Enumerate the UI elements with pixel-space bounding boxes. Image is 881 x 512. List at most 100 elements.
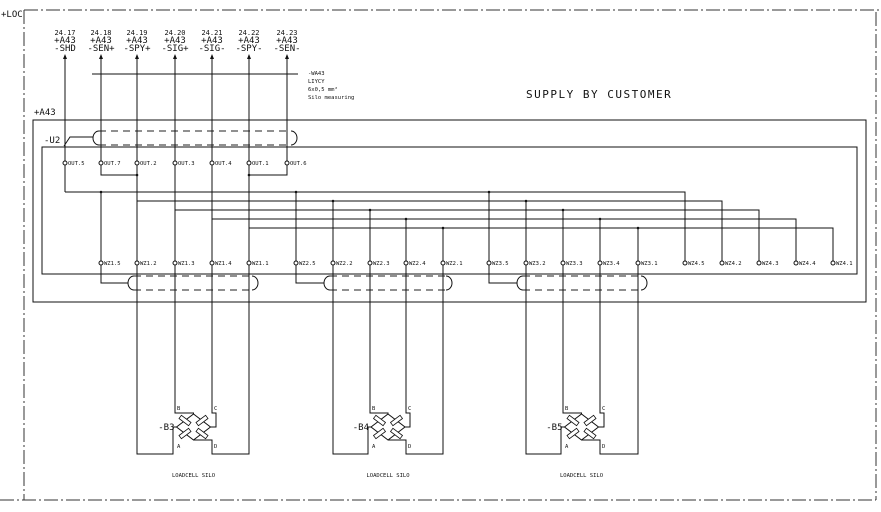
wz-label: WZ3.4 [603,261,620,267]
loc-label: +LOC [1,10,23,20]
wz-terminal [330,260,336,266]
terminal-location: +A43 [238,36,260,46]
wz-label: WZ2.2 [336,261,353,267]
pin-label-b: B [565,406,569,412]
resistor-icon [389,414,404,427]
terminal-location: +A43 [276,36,298,46]
wz-terminal [793,260,799,266]
shield-wire [295,265,324,284]
wz-terminal [403,260,409,266]
cable-shield-end [445,275,453,291]
pin-label-b: B [372,406,376,412]
loadcell-caption: LOADCELL SILO [560,473,603,479]
terminal-location: +A43 [54,36,76,46]
loadcell-tag: -B5 [546,423,562,433]
resistor-icon [583,414,597,427]
loadcell-wire-b [174,265,194,414]
assembly-label: +A43 [34,108,56,118]
output-label: OUT.1 [252,161,269,167]
cable-desc: Silo measuring [308,95,354,101]
wz-label: WZ3.3 [566,261,583,267]
wz-label: WZ3.1 [641,261,658,267]
top-cable-shield [92,130,298,146]
wz-terminal [597,260,603,266]
loadcell-wire-c [210,265,217,428]
bus-wire [175,209,760,261]
wz-label: WZ2.1 [446,261,463,267]
junction-dot [247,173,251,177]
wz-terminal [440,260,446,266]
resistor-icon [195,414,209,427]
pin-label-c: C [602,406,605,412]
wz-label: WZ3.2 [529,261,546,267]
wz-terminal [523,260,529,266]
output-terminal [172,160,178,166]
wz-label: WZ1.4 [215,261,232,267]
output-label: OUT.3 [178,161,195,167]
terminal-number: 24.21 [201,29,222,37]
terminal-number: 24.17 [54,29,75,37]
terminal-arrow-icon [210,54,214,59]
loc-border [0,9,881,501]
output-label: OUT.6 [290,161,307,167]
loadcell-wire-a [332,265,371,455]
module-leader [63,136,93,147]
bus-wire [249,227,834,261]
output-terminal [62,160,68,166]
cable-shield-end [640,275,648,291]
terminal-arrow-icon [285,54,289,59]
wz-terminal [756,260,762,266]
loadcell-caption: LOADCELL SILO [172,473,215,479]
module-box [41,146,858,275]
pin-label-c: C [214,406,217,412]
wz-terminal [246,260,252,266]
terminal-signal: -SEN+ [87,44,115,54]
wz-label: WZ4.2 [725,261,742,267]
pin-label-d: D [602,444,605,450]
wz-terminal [98,260,104,266]
output-terminal [246,160,252,166]
wz-label: WZ4.5 [688,261,705,267]
wz-terminal [719,260,725,266]
module-label: -U2 [44,136,60,146]
terminal-number: 24.23 [276,29,297,37]
bus-wire [212,218,797,261]
output-terminal [98,160,104,166]
terminal-signal: -SPY- [235,44,262,54]
wz-terminal [486,260,492,266]
resistor-icon [178,414,192,427]
resistor-icon [195,427,209,440]
wz-terminal [209,260,215,266]
terminal-location: +A43 [90,36,112,46]
terminal-number: 24.20 [164,29,185,37]
resistor-icon [566,414,580,427]
wz-terminal [134,260,140,266]
wz-label: WZ3.5 [492,261,509,267]
terminal-signal: -SIG- [198,44,225,54]
terminal-location: +A43 [126,36,148,46]
terminal-number: 24.19 [126,29,147,37]
resistor-icon [583,427,597,440]
wz-label: WZ2.3 [373,261,390,267]
wz-terminal [830,260,836,266]
cable-tag: -WA43 [308,71,325,77]
terminal-arrow-icon [247,54,251,59]
pin-label-a: A [565,444,569,450]
loadcell-wire-c [598,265,605,428]
terminal-arrow-icon [63,54,67,59]
terminal-signal: -SEN- [273,44,300,54]
resistor-icon [178,427,192,440]
output-wire [249,165,288,176]
cable-shield-end [516,275,524,291]
resistor-icon [372,427,387,440]
terminal-arrow-icon [99,54,103,59]
wheatstone-bridge-icon [563,413,600,441]
assembly-box [32,119,867,303]
loadcell-wire-b [369,265,389,414]
output-label: OUT.2 [140,161,157,167]
loadcell-wire-a [136,265,177,455]
terminal-arrow-icon [135,54,139,59]
shield-wire [100,265,128,284]
wz-terminal [635,260,641,266]
cable-shield-end [251,275,259,291]
